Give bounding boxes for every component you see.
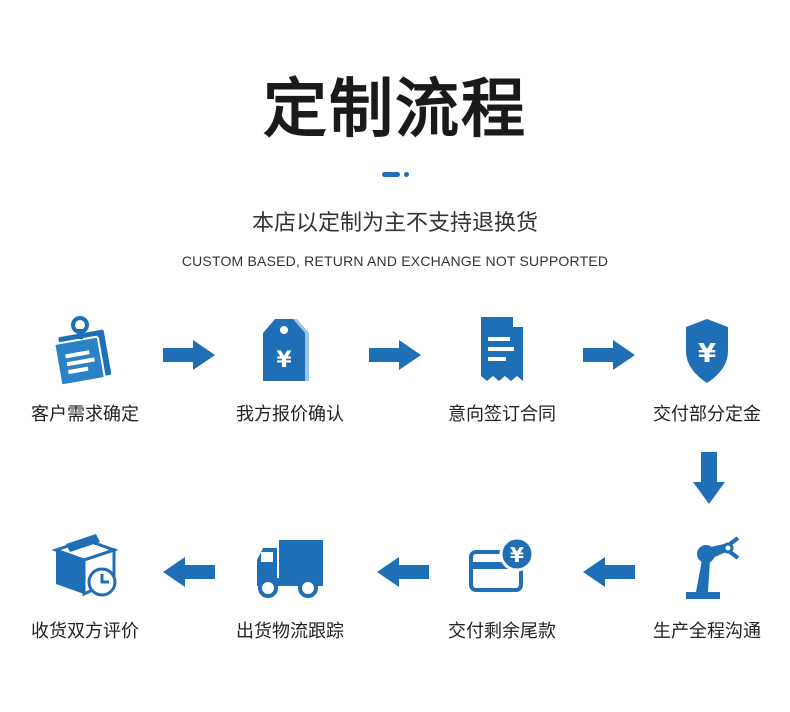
arrow-down-icon: [693, 452, 725, 504]
step-shipping-tracking: 出货物流跟踪: [205, 530, 375, 643]
step-customer-requirements: 客户需求确定: [0, 313, 170, 426]
svg-text:¥: ¥: [698, 339, 716, 369]
contract-document-icon: [465, 313, 539, 387]
step-label: 意向签订合同: [448, 404, 556, 425]
page-title: 定制流程: [263, 73, 527, 147]
arrow-left-icon: [163, 557, 215, 587]
step-label: 客户需求确定: [31, 404, 139, 425]
card-yen-icon: ¥: [465, 530, 539, 604]
arrow-left-icon: [377, 557, 429, 587]
step-final-payment: ¥ 交付剩余尾款: [417, 530, 587, 643]
arrow-right-icon: [583, 340, 635, 370]
clipboard-pin-icon: [48, 313, 122, 387]
step-production-communication: 生产全程沟通: [622, 530, 790, 643]
arrow-left-icon: [583, 557, 635, 587]
step-quotation-confirm: ¥ 我方报价确认: [205, 313, 375, 426]
step-receive-review: 收货双方评价: [0, 530, 170, 643]
svg-text:¥: ¥: [276, 348, 292, 373]
price-tag-yen-icon: ¥: [253, 313, 327, 387]
shield-yen-icon: ¥: [670, 313, 744, 387]
subtitle-cn: 本店以定制为主不支持退换货: [251, 211, 538, 236]
package-clock-icon: [48, 530, 122, 604]
step-label: 交付剩余尾款: [448, 621, 556, 642]
robot-arm-icon: [670, 530, 744, 604]
arrow-right-icon: [163, 340, 215, 370]
title-underline-mark: [382, 172, 412, 178]
arrow-right-icon: [369, 340, 421, 370]
step-label: 我方报价确认: [236, 404, 344, 425]
step-label: 收货双方评价: [31, 621, 139, 642]
step-label: 出货物流跟踪: [236, 621, 344, 642]
step-sign-contract: 意向签订合同: [417, 313, 587, 426]
subtitle-en: CUSTOM BASED, RETURN AND EXCHANGE NOT SU…: [181, 253, 609, 269]
step-label: 交付部分定金: [653, 404, 761, 425]
svg-text:¥: ¥: [510, 543, 524, 567]
delivery-truck-icon: [253, 530, 327, 604]
step-label: 生产全程沟通: [653, 621, 761, 642]
step-deposit-payment: ¥ 交付部分定金: [622, 313, 790, 426]
